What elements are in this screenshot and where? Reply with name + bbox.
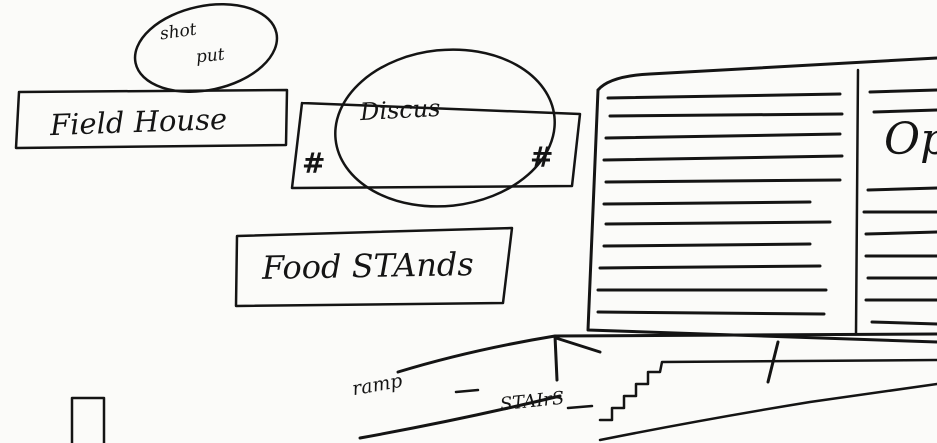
hash-mark-left: # <box>302 150 325 178</box>
discus-circle <box>327 39 562 217</box>
bleacher-rows-left <box>598 94 842 314</box>
stairs-dash <box>568 406 592 408</box>
ramp-lines <box>360 334 937 438</box>
small-structure <box>72 398 104 443</box>
ramp-dash <box>456 390 478 392</box>
field-house-label: Field House <box>50 105 228 140</box>
shot-put-label-line1: shot <box>159 22 198 44</box>
food-stands-label: Food STAnds <box>262 248 474 284</box>
shot-put-label-line2: put <box>195 47 225 67</box>
hash-mark-right: # <box>530 144 553 172</box>
discus-label: Discus <box>359 96 441 124</box>
grandstand-label-partial: Op <box>884 118 937 162</box>
grandstand-divider <box>856 70 858 334</box>
lower-walkway <box>600 384 937 440</box>
